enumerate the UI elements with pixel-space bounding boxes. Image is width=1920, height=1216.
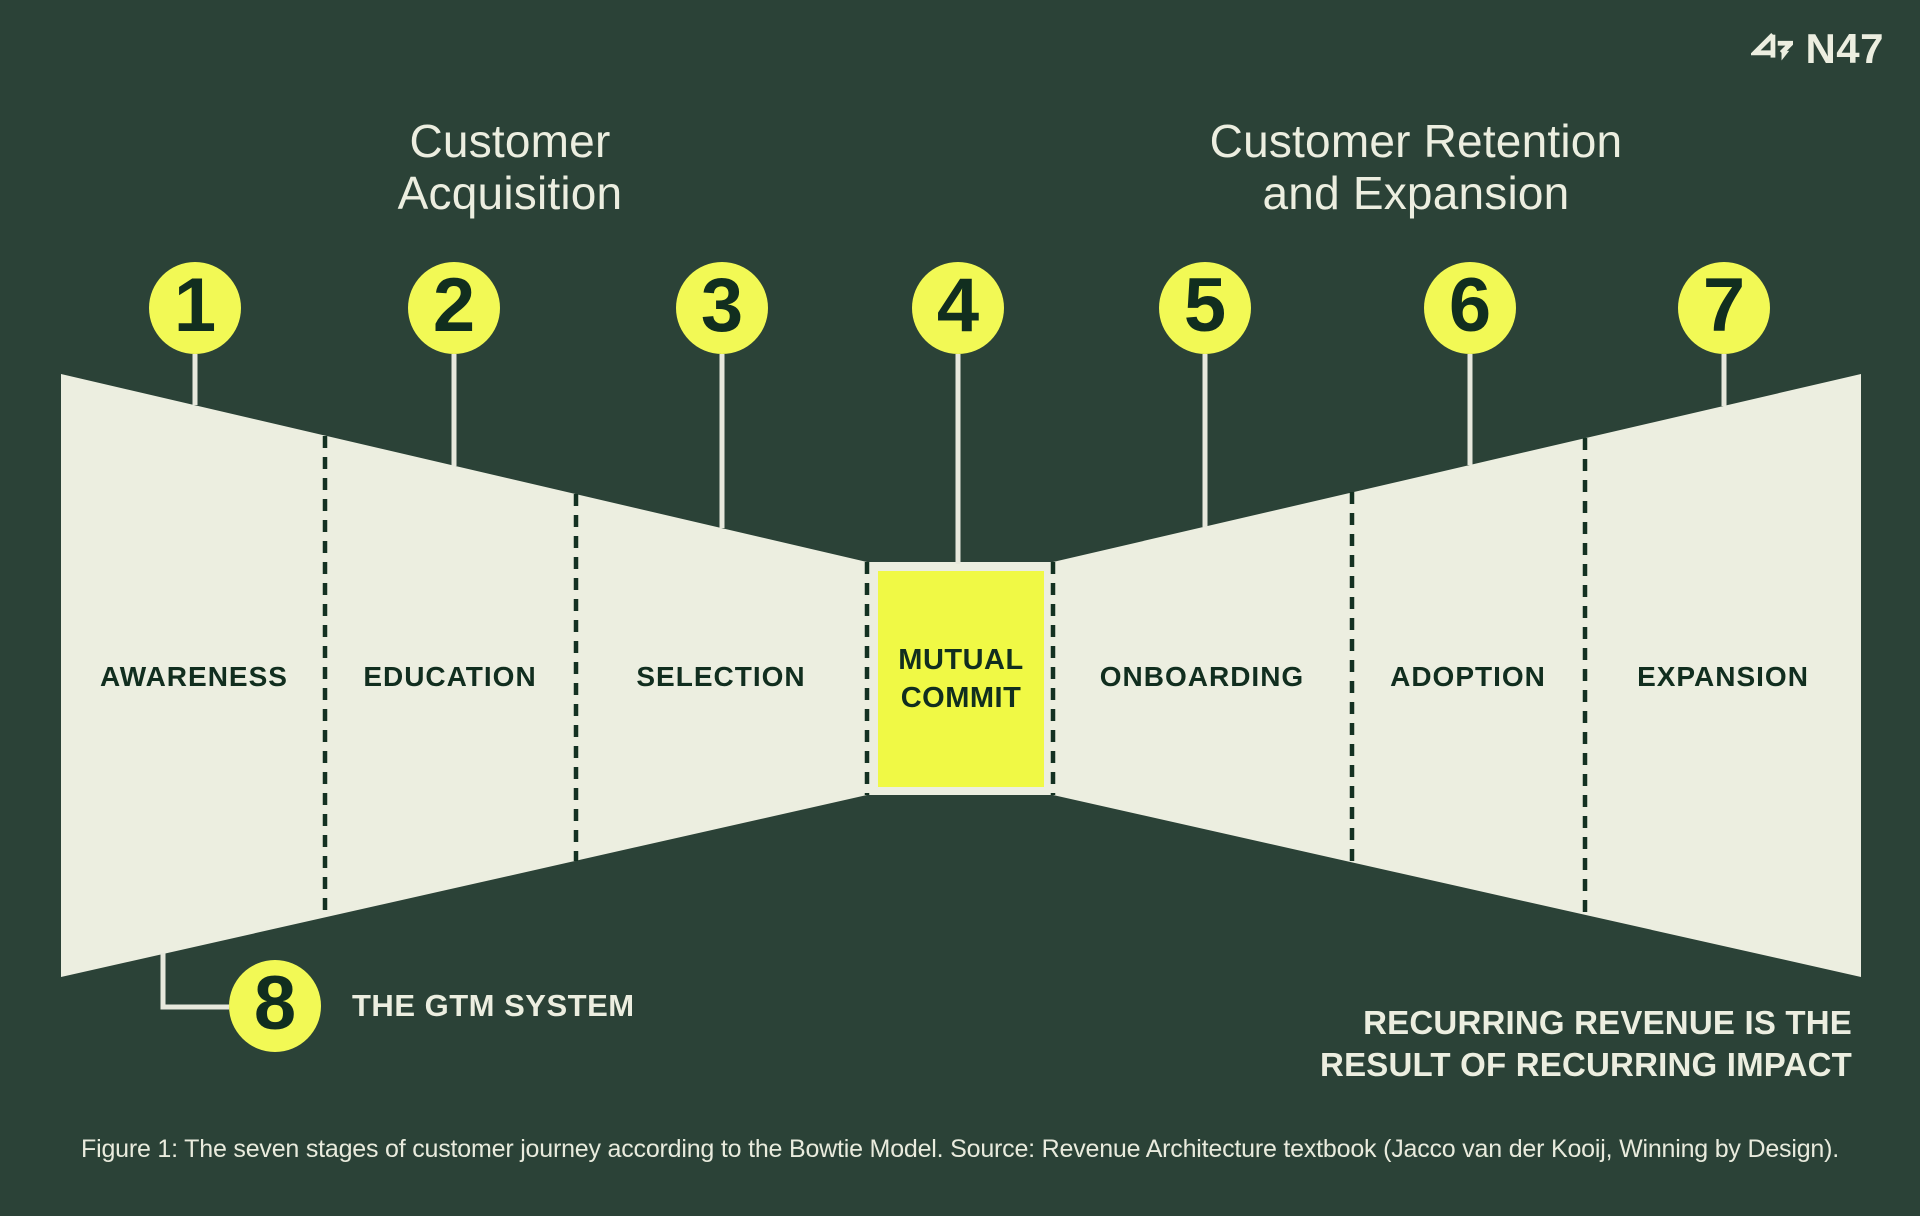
figure-caption: Figure 1: The seven stages of customer j… [81,1135,1839,1163]
stage-2-number-badge: 2 [408,262,500,354]
stage-6-number-badge: 6 [1424,262,1516,354]
stage-label-mutual-commit: MUTUAL COMMIT [898,644,1024,714]
stage-label-expansion: EXPANSION [1637,661,1809,692]
mutual-commit-box: MUTUAL COMMIT [878,571,1044,787]
stage-4-number-badge: 4 [912,262,1004,354]
header-line: Acquisition [397,167,623,219]
gtm-number-badge: 8 [229,960,321,1052]
stage-3-number-badge: 3 [676,262,768,354]
stage-label-education: EDUCATION [363,661,537,692]
stage-number: 3 [700,263,744,348]
stage-number: 6 [1448,263,1492,348]
header-line: and Expansion [1262,167,1570,219]
header-line: Customer [409,115,611,167]
n47-logo: N47 [1751,28,1884,70]
stage-number: 5 [1183,263,1227,348]
stage-label-selection: SELECTION [636,661,806,692]
header-customer-retention-expansion: Customer Retention and Expansion [1116,115,1716,219]
note-line: RECURRING REVENUE IS THE [1363,1004,1852,1041]
gtm-elbow-connector [160,953,229,1010]
stage-number: 4 [936,263,980,348]
header-customer-acquisition: Customer Acquisition [310,115,710,219]
n47-logo-text: N47 [1805,25,1884,72]
stage-1-number-badge: 1 [149,262,241,354]
stage-5-number-badge: 5 [1159,262,1251,354]
stage-number: 7 [1702,263,1746,348]
recurring-revenue-note: RECURRING REVENUE IS THE RESULT OF RECUR… [1320,1002,1852,1086]
gtm-number: 8 [253,961,297,1046]
stage-label-adoption: ADOPTION [1390,661,1546,692]
note-line: RESULT OF RECURRING IMPACT [1320,1046,1852,1083]
stage-7-number-badge: 7 [1678,262,1770,354]
gtm-system-label: THE GTM SYSTEM [352,988,635,1023]
n47-logo-mark-icon [1751,32,1794,61]
stage-number: 2 [432,263,476,348]
stage-label-onboarding: ONBOARDING [1099,661,1305,692]
stage-label-awareness: AWARENESS [100,661,288,692]
stage-number: 1 [173,263,217,348]
header-line: Customer Retention [1209,115,1623,167]
